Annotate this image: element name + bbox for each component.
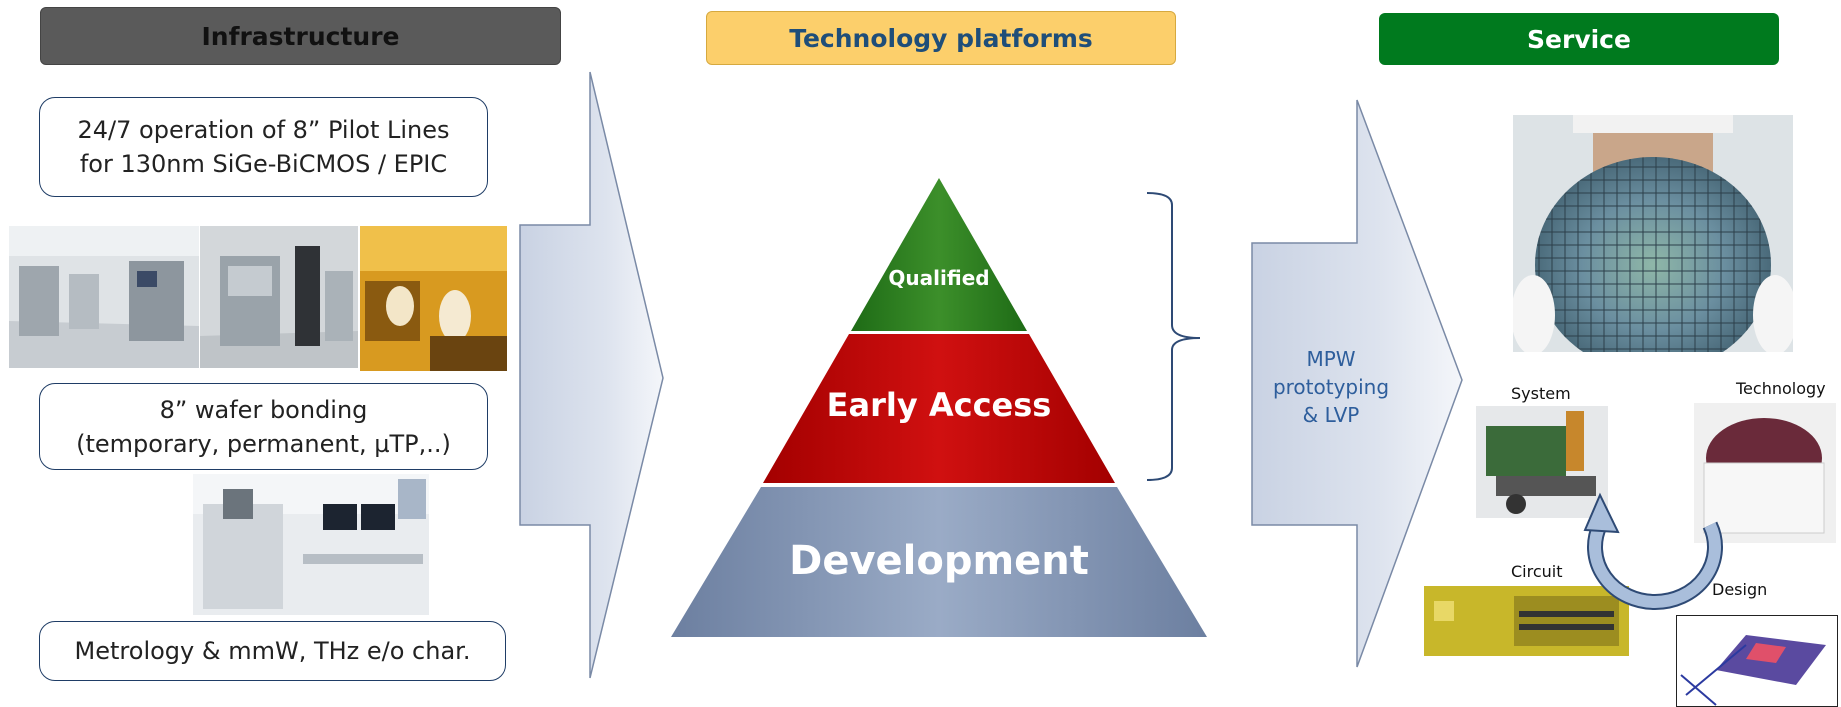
metrology-box: Metrology & mmW, THz e/o char.	[39, 621, 506, 681]
wafer-bonding-box: 8” wafer bonding (temporary, permanent, …	[39, 383, 488, 470]
left-flow-arrow	[519, 71, 664, 679]
system-photo	[1476, 406, 1608, 518]
pilot-lines-line1: 24/7 operation of 8” Pilot Lines	[77, 116, 450, 144]
system-label: System	[1511, 384, 1571, 403]
circuit-photo	[1424, 586, 1629, 656]
cleanroom-photo-2	[200, 226, 358, 368]
infrastructure-header: Infrastructure	[40, 7, 561, 65]
bracket	[1146, 192, 1201, 481]
circuit-label: Circuit	[1511, 562, 1563, 581]
technology-label: Technology	[1736, 379, 1826, 398]
pilot-lines-line2: for 130nm SiGe-BiCMOS / EPIC	[79, 150, 448, 178]
mpw-line3: & LVP	[1302, 403, 1360, 427]
pyramid-development-label: Development	[789, 538, 1089, 584]
technology-photo	[1694, 403, 1836, 543]
technology-pyramid: Qualified Early Access Development	[671, 178, 1207, 637]
pyramid-early-access-layer	[763, 334, 1115, 483]
metrology-text: Metrology & mmW, THz e/o char.	[74, 637, 471, 665]
technology-platforms-header: Technology platforms	[706, 11, 1176, 65]
design-photo	[1676, 615, 1838, 707]
pyramid-development-layer	[671, 487, 1207, 637]
design-label: Design	[1712, 580, 1768, 599]
mpw-text: MPW prototyping & LVP	[1252, 345, 1410, 429]
wafer-bonding-line2: (temporary, permanent, µTP,..)	[76, 429, 451, 458]
cleanroom-photo-3	[360, 226, 507, 371]
pilot-lines-box: 24/7 operation of 8” Pilot Lines for 130…	[39, 97, 488, 197]
right-flow-arrow	[1251, 99, 1463, 668]
mpw-line2: prototyping	[1272, 375, 1390, 399]
mpw-line1: MPW	[1306, 347, 1356, 371]
cleanroom-photo-1	[9, 226, 199, 368]
wafer-bonding-line1: 8” wafer bonding	[159, 395, 368, 424]
design-cycle-arrow	[1583, 492, 1723, 610]
pyramid-qualified-layer	[851, 178, 1027, 331]
pyramid-qualified-label: Qualified	[888, 266, 989, 290]
service-header: Service	[1379, 13, 1779, 65]
wafer-photo	[1513, 115, 1793, 352]
metrology-lab-photo	[193, 474, 429, 615]
pyramid-early-access-label: Early Access	[827, 386, 1052, 424]
